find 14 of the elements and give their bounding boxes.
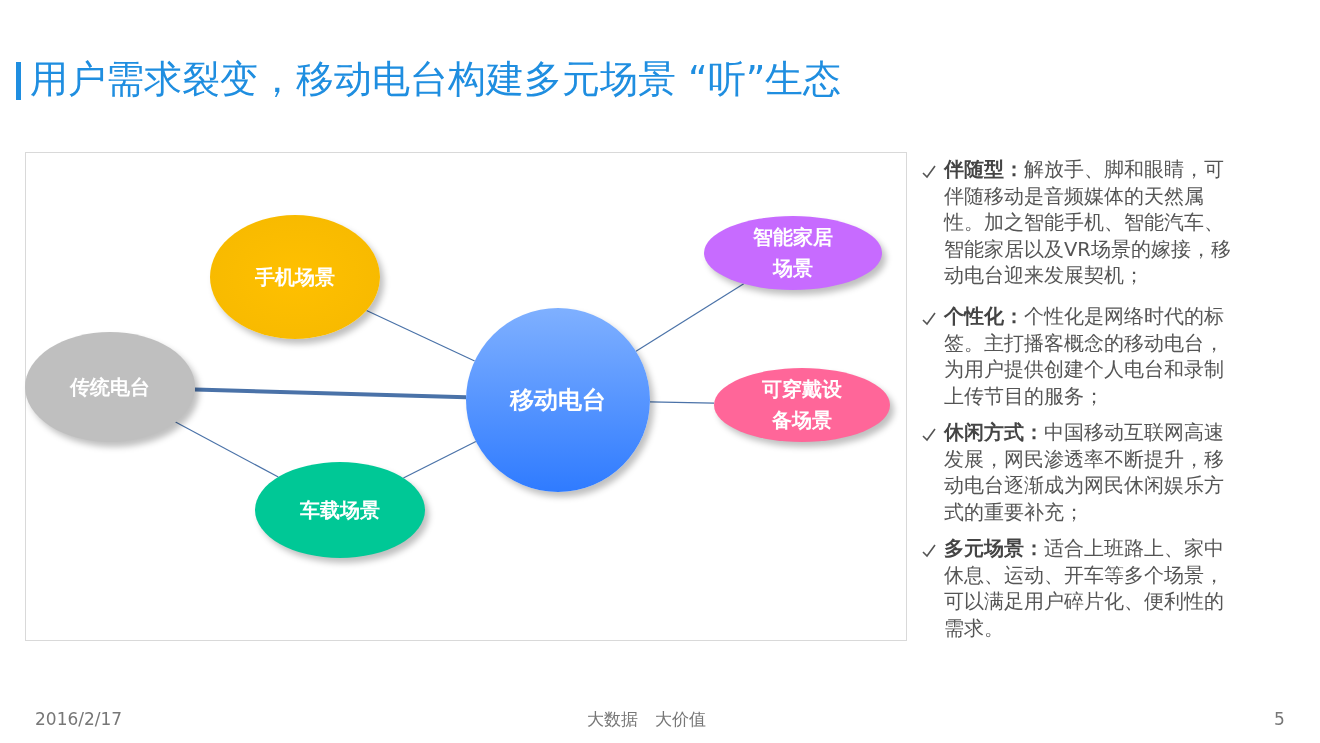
bullet-text: 多元场景：适合上班路上、家中休息、运动、开车等多个场景，可以满足用户碎片化、便利性的需求。 [944, 536, 1225, 642]
page-number: 5 [1274, 708, 1285, 731]
footer-date: 2016/2/17 [35, 708, 123, 731]
connector-line [649, 401, 715, 404]
bullet-text: 个性化：个性化是网络时代的标签。主打播客概念的移动电台，为用户提供创建个人电台和录制上传节目的服务； [944, 304, 1225, 410]
connector-line [635, 283, 745, 352]
connector-line [174, 421, 279, 478]
title: 用户需求裂变，移动电台构建多元场景 “听”生态 [30, 56, 842, 103]
connector-line [402, 440, 477, 479]
connector-line [194, 387, 467, 400]
connector-line [365, 309, 476, 362]
footer-slogan: 大数据 大价值 [587, 708, 706, 731]
bullet-text: 休闲方式：中国移动互联网高速发展，网民渗透率不断提升，移动电台逐渐成为网民休闲娱乐方式的重要补充； [944, 420, 1225, 526]
bullet-text: 伴随型：解放手、脚和眼睛，可伴随移动是音频媒体的天然属性。加之智能手机、智能汽车、智能家居以及VR场景的嫁接，移动电台迎来发展契机； [944, 157, 1232, 289]
